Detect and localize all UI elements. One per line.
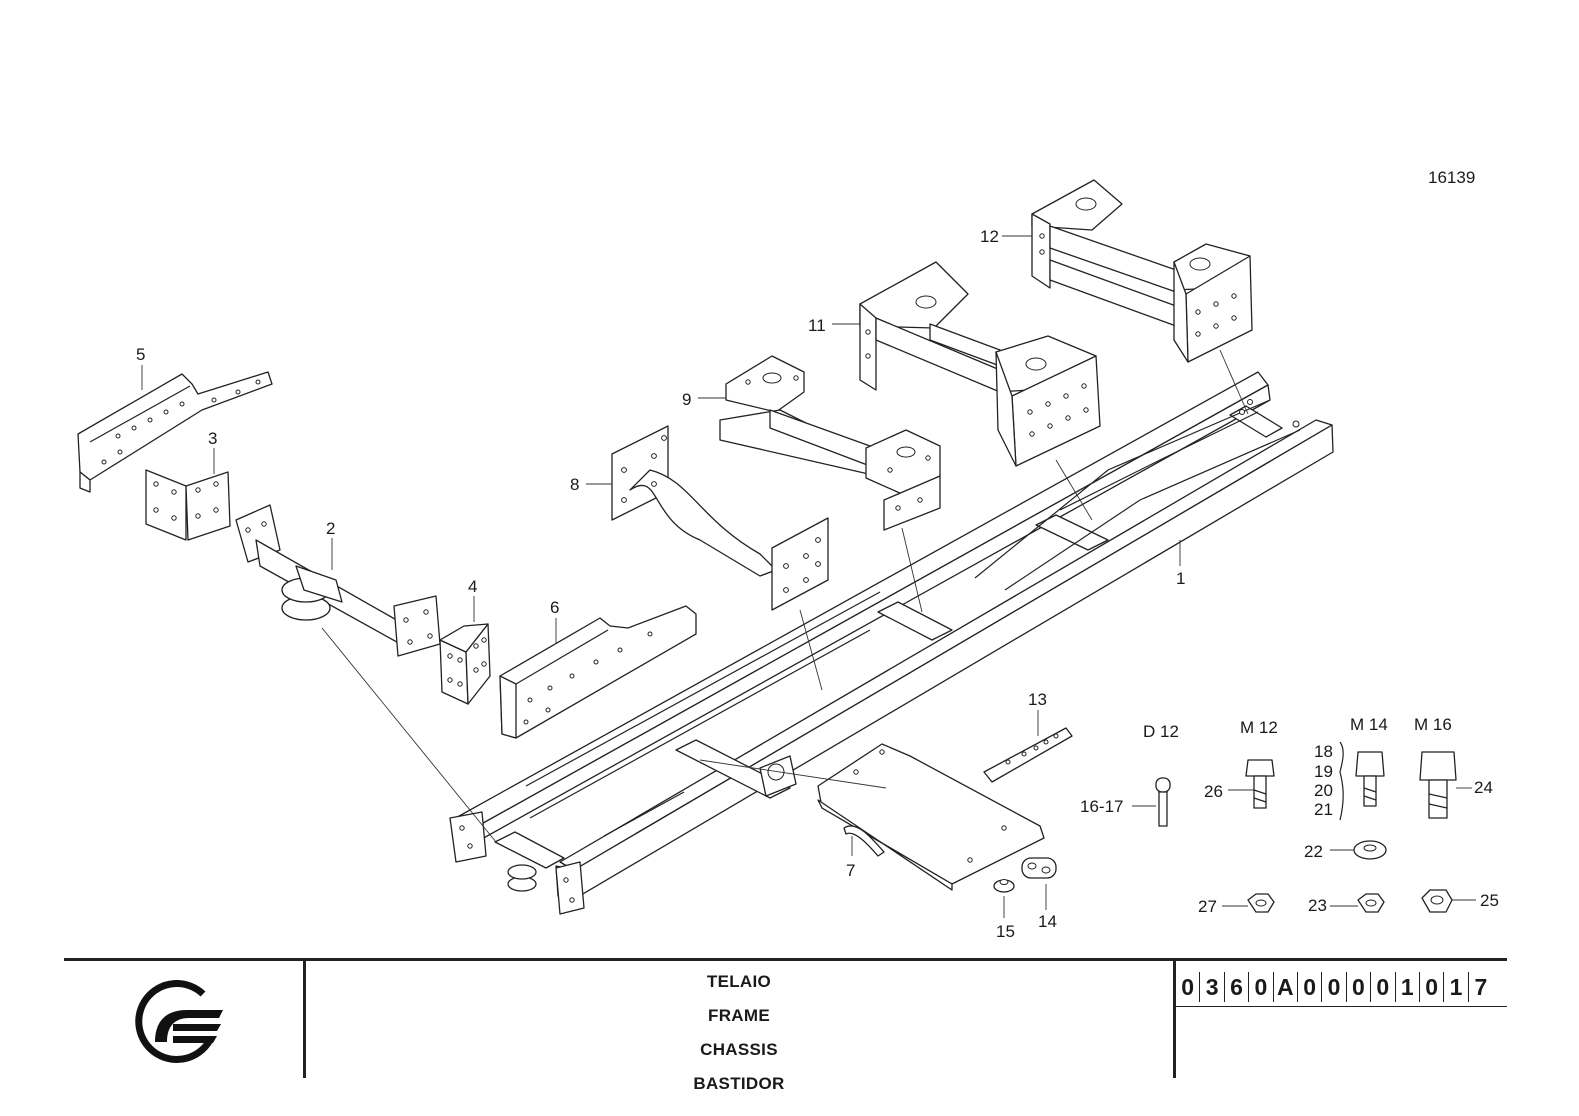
- part-3-plate: [145, 469, 231, 541]
- title-stack: TELAIO FRAME CHASSIS BASTIDOR: [306, 970, 1172, 1106]
- label-26: 26: [1204, 782, 1223, 801]
- frame-rails: [449, 371, 1334, 915]
- part-16-17-stud: [1155, 777, 1171, 827]
- label-7: 7: [846, 861, 855, 880]
- label-19: 19: [1314, 762, 1333, 781]
- label-8: 8: [570, 475, 579, 494]
- part-23-nut: [1357, 893, 1385, 913]
- label-9: 9: [682, 390, 691, 409]
- label-11: 11: [808, 316, 826, 335]
- title-french: CHASSIS: [700, 1040, 778, 1059]
- title-block-top-rule: [64, 958, 1507, 961]
- code-char: 0: [1249, 972, 1274, 1002]
- code-char: 0: [1322, 972, 1347, 1002]
- title-block-divider-right: [1173, 960, 1176, 1078]
- part-13-strip: [983, 727, 1073, 783]
- title-italian: TELAIO: [706, 972, 772, 991]
- title-block-divider-left: [303, 960, 306, 1078]
- label-13: 13: [1028, 690, 1047, 709]
- part-code: 0 3 6 0 A 0 0 0 0 1 0 1 7: [1176, 972, 1493, 1002]
- label-2: 2: [326, 519, 335, 538]
- code-char: 0: [1371, 972, 1396, 1002]
- part-15-spacer: [993, 879, 1015, 893]
- label-16-17: 16-17: [1080, 797, 1123, 816]
- code-char: 7: [1474, 974, 1488, 1000]
- label-5: 5: [136, 345, 145, 364]
- brand-logo-icon: [135, 980, 223, 1063]
- drawing-number: 16139: [1428, 168, 1475, 187]
- part-9-crossmember: [719, 355, 941, 531]
- label-14: 14: [1038, 912, 1057, 931]
- code-char: A: [1274, 972, 1298, 1002]
- label-4: 4: [468, 577, 477, 596]
- code-char: 1: [1396, 972, 1420, 1002]
- part-8-curved-crossmember: [611, 425, 829, 611]
- code-char: 6: [1225, 972, 1250, 1002]
- part-6-channel: [499, 605, 697, 739]
- thread-label-m14: M 14: [1350, 715, 1388, 734]
- part-12-crossmember: [1031, 179, 1253, 363]
- label-21: 21: [1314, 800, 1333, 819]
- leader-lines: [141, 235, 1476, 918]
- label-23: 23: [1308, 896, 1327, 915]
- code-char: 1: [1444, 972, 1469, 1002]
- label-6: 6: [550, 598, 559, 617]
- label-12: 12: [980, 227, 999, 246]
- label-20: 20: [1314, 781, 1333, 800]
- part-25-nut: [1421, 889, 1453, 913]
- part-7-step-plate: [817, 743, 1045, 891]
- label-25: 25: [1480, 891, 1499, 910]
- exploded-frame-diagram: 16139 5 3 2 4 6 8 9 11 12 1 13 7 14 15 1…: [77, 168, 1499, 941]
- part-4-plate: [439, 623, 491, 705]
- thread-label-m16: M 16: [1414, 715, 1452, 734]
- part-11-crossmember: [859, 261, 1101, 467]
- part-26-bolt-m12: [1245, 759, 1275, 809]
- label-18: 18: [1314, 742, 1333, 761]
- part-5-bracket: [77, 371, 273, 493]
- title-spanish: BASTIDOR: [693, 1074, 785, 1093]
- thread-label-m12: M 12: [1240, 718, 1278, 737]
- part-18-21-bolt-m14: [1339, 741, 1385, 821]
- title-block: TELAIO FRAME CHASSIS BASTIDOR 0 3 6 0 A …: [0, 958, 1579, 1116]
- label-27: 27: [1198, 897, 1217, 916]
- part-2-tube: [235, 504, 441, 657]
- part-code-underline: [1176, 1006, 1507, 1007]
- title-english: FRAME: [708, 1006, 770, 1025]
- label-1: 1: [1176, 569, 1185, 588]
- code-char: 0: [1420, 972, 1445, 1002]
- part-24-bolt-m16: [1419, 751, 1457, 819]
- label-3: 3: [208, 429, 217, 448]
- label-15: 15: [996, 922, 1015, 941]
- code-char: 0: [1298, 972, 1323, 1002]
- code-char: 3: [1200, 972, 1225, 1002]
- thread-label-d12: D 12: [1143, 722, 1179, 741]
- part-27-nut: [1247, 893, 1275, 913]
- code-char: 0: [1347, 972, 1372, 1002]
- part-14-plate: [1021, 857, 1057, 879]
- code-char: 0: [1176, 972, 1201, 1002]
- label-24: 24: [1474, 778, 1493, 797]
- part-22-washer: [1353, 840, 1387, 860]
- label-22: 22: [1304, 842, 1323, 861]
